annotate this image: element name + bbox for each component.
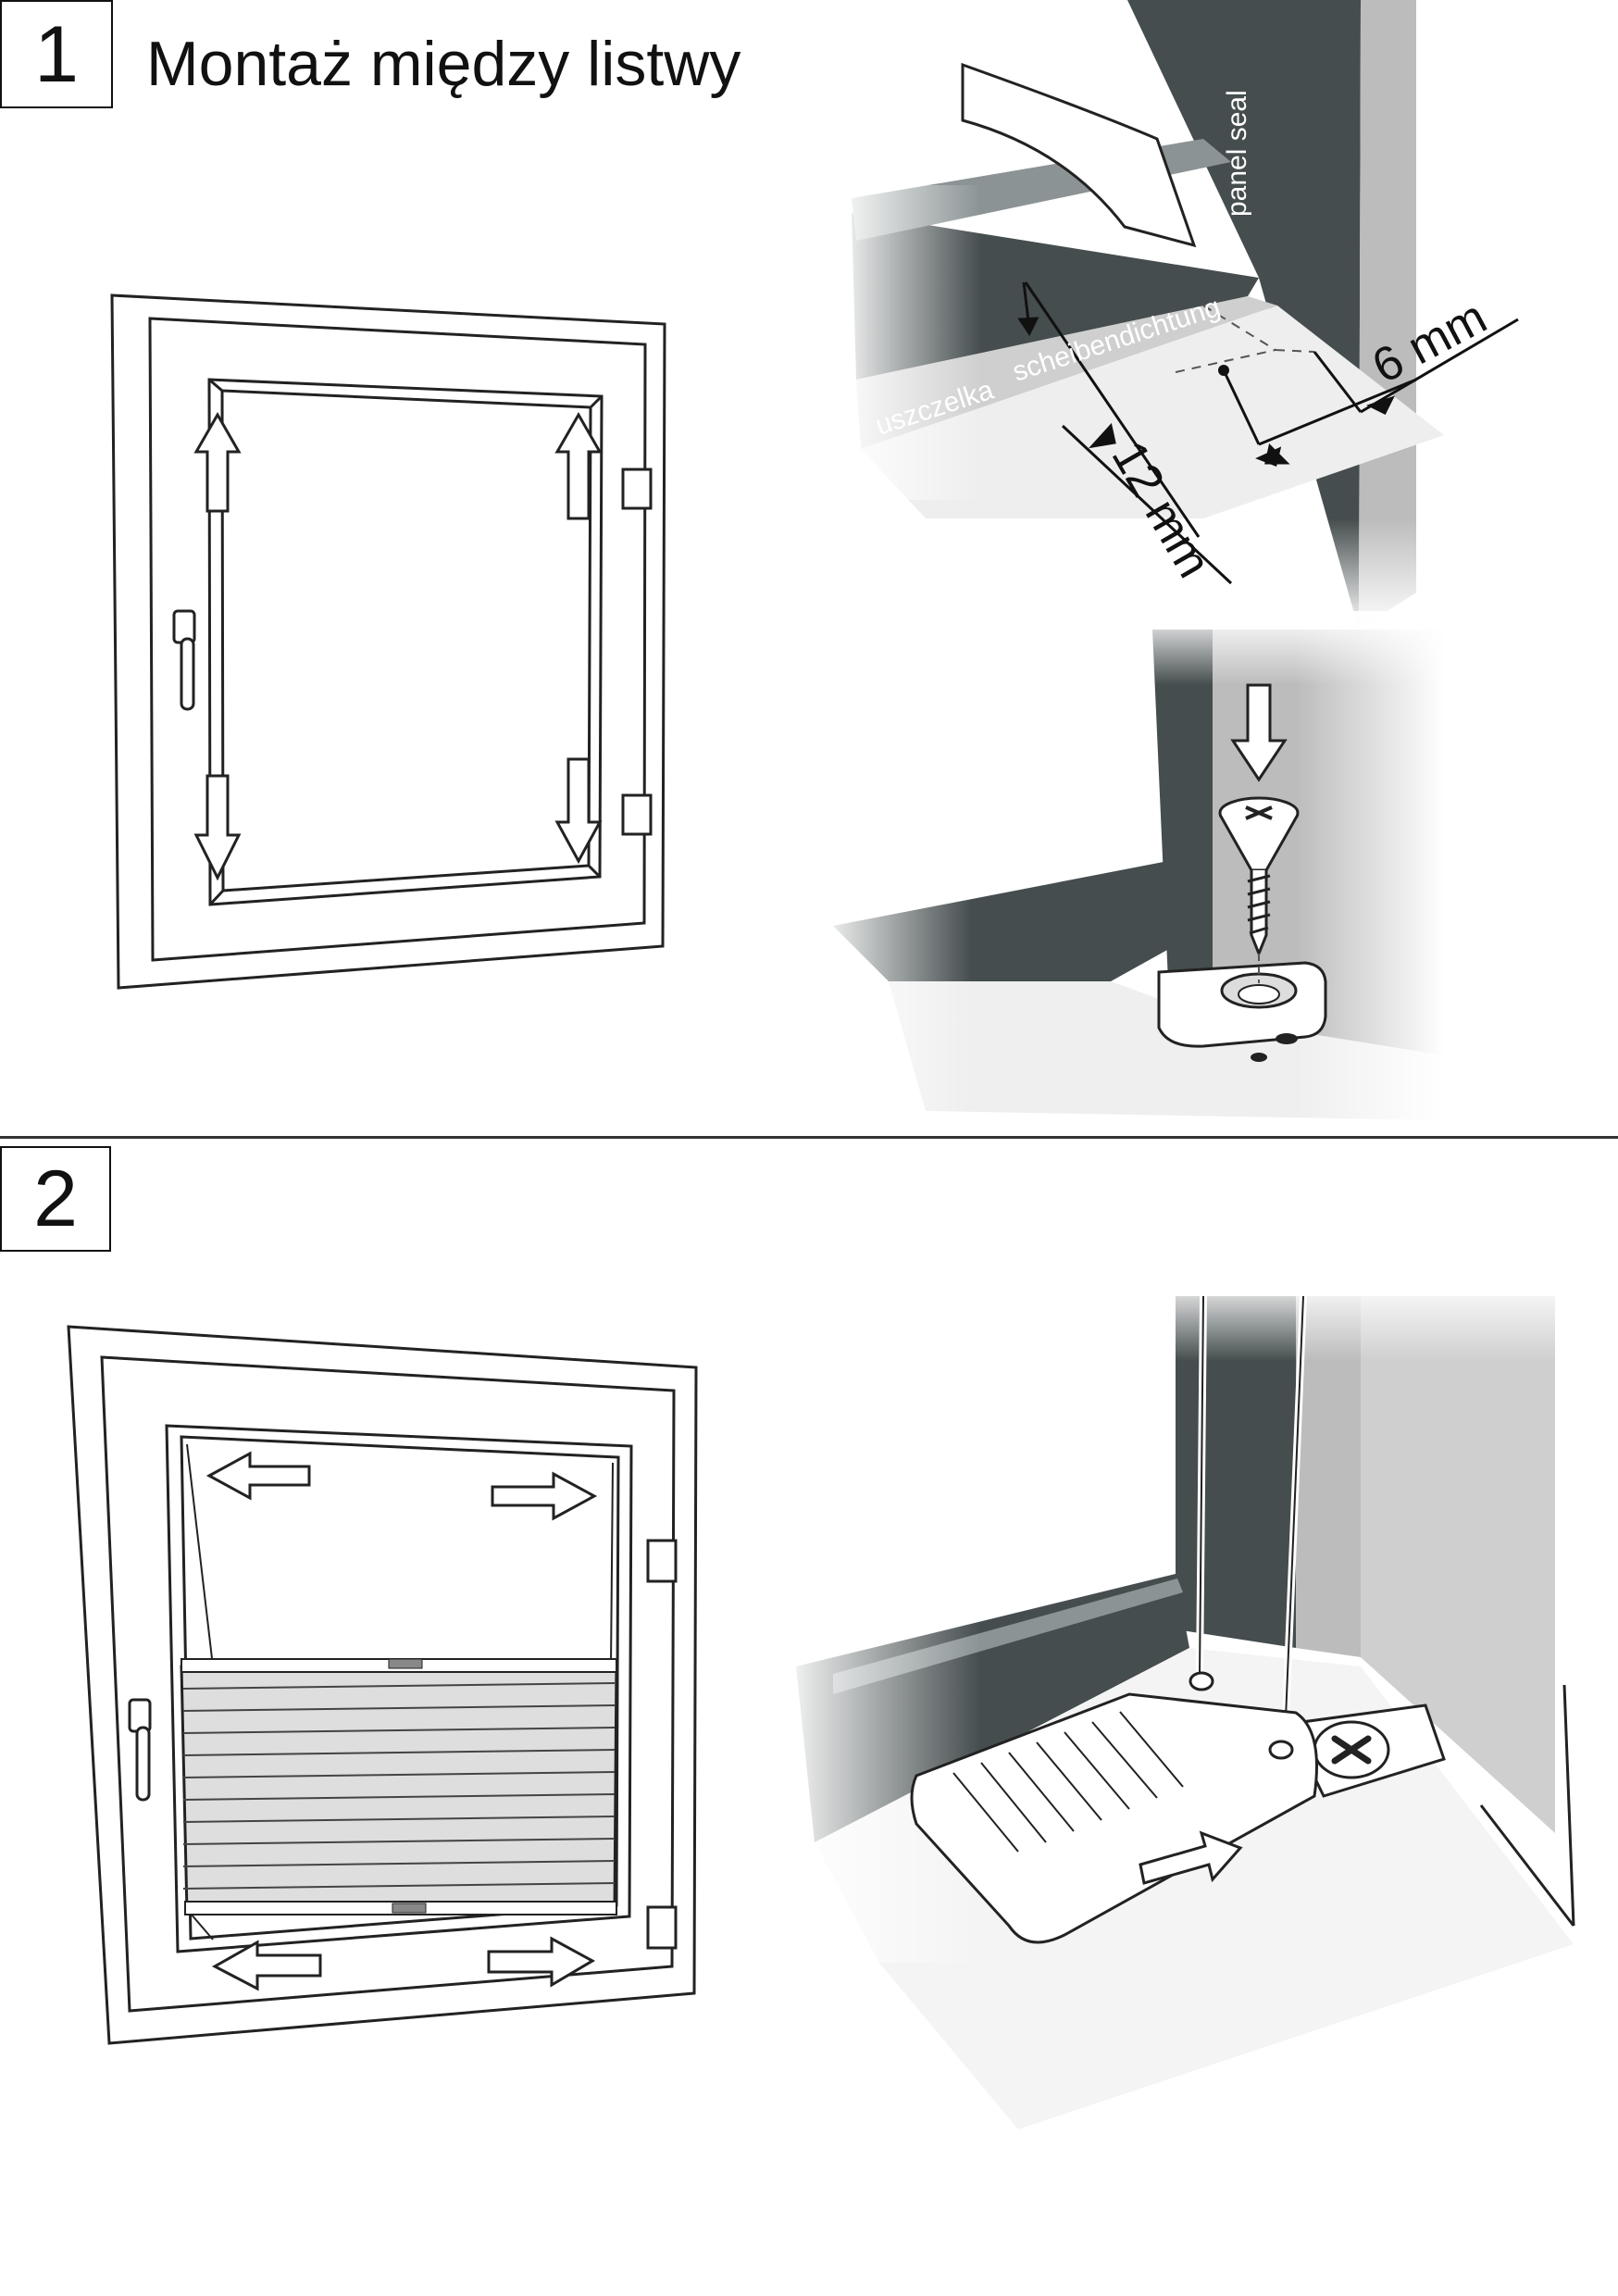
step-number-2: 2 bbox=[0, 1146, 111, 1252]
step-number-1: 1 bbox=[0, 0, 113, 108]
window-illustration-step1 bbox=[110, 293, 666, 990]
arrow-up-icon bbox=[554, 411, 603, 520]
arrow-left-icon bbox=[211, 1940, 322, 1991]
arrow-down-icon bbox=[1230, 683, 1288, 782]
arrow-down-icon bbox=[554, 757, 603, 865]
seal-label-panel-seal: panel seal bbox=[1222, 90, 1252, 217]
page-title: Montaż między listwy bbox=[146, 29, 741, 99]
arrow-down-icon bbox=[193, 774, 242, 881]
arrow-right-icon bbox=[487, 1936, 596, 1988]
arrow-right-icon bbox=[491, 1471, 598, 1521]
section-divider bbox=[0, 1136, 1618, 1139]
arrow-left-icon bbox=[205, 1451, 311, 1501]
panel-seal-label: panel seal bbox=[1222, 90, 1252, 217]
arrow-up-icon bbox=[193, 411, 242, 513]
bracket-screw-detail bbox=[815, 611, 1444, 1129]
seal-measurement-detail: panel seal uszczelka scheibendichtung 12… bbox=[833, 0, 1519, 630]
window-illustration-step2 bbox=[67, 1325, 698, 2045]
pleated-blind bbox=[182, 1660, 616, 1910]
arrow-right-icon bbox=[1139, 1830, 1243, 1885]
bottom-rail-detail bbox=[778, 1278, 1575, 2129]
screw-head-icon bbox=[1313, 1720, 1390, 1779]
